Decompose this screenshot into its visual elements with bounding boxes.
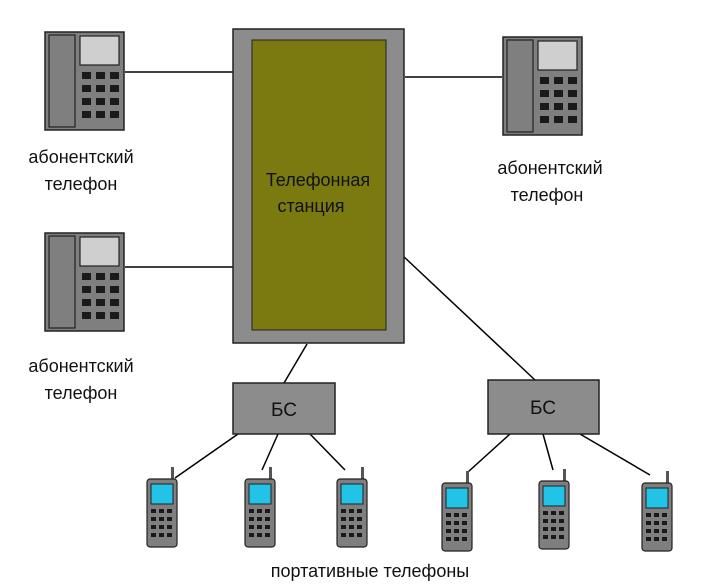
mobile-phone-icon bbox=[441, 470, 473, 552]
mobile-phone-icon bbox=[146, 466, 178, 548]
link-station-bs1 bbox=[283, 343, 308, 384]
base-station-label: БС bbox=[271, 400, 297, 421]
desk-phone-3 bbox=[502, 36, 583, 136]
link-bs2-mobile4 bbox=[467, 433, 511, 473]
desk-phone-3-label-line1: абонентский bbox=[497, 158, 602, 178]
desk-phone-2-label-line2: телефон bbox=[45, 383, 118, 403]
link-station-bs2 bbox=[401, 254, 536, 381]
mobile-phone-6 bbox=[641, 470, 673, 552]
base-station-label: БС bbox=[530, 398, 556, 419]
base-station-box bbox=[487, 379, 600, 435]
link-bs1-mobile1 bbox=[174, 433, 239, 479]
station-label-line2: станция bbox=[277, 196, 344, 216]
mobile-phone-5 bbox=[538, 468, 570, 550]
base-station-2: БС bbox=[487, 379, 600, 435]
desk-phone-2 bbox=[44, 232, 125, 332]
desk-phone-icon bbox=[502, 36, 583, 136]
connection-lines bbox=[125, 71, 651, 479]
telephone-station: Телефонная станция bbox=[232, 28, 405, 344]
mobile-phone-icon bbox=[538, 468, 570, 550]
mobile-phone-1 bbox=[146, 466, 178, 548]
desk-phone-1-label-line1: абонентский bbox=[28, 147, 133, 167]
link-bs1-mobile3 bbox=[309, 433, 346, 471]
mobile-phone-2 bbox=[244, 466, 276, 548]
mobile-phones-caption: портативные телефоны bbox=[271, 561, 469, 581]
link-bs1-mobile2 bbox=[261, 433, 279, 471]
mobile-phone-icon bbox=[336, 466, 368, 548]
desk-phone-3-label-line2: телефон bbox=[511, 185, 584, 205]
desk-phone-icon bbox=[44, 31, 125, 131]
link-bs2-mobile6 bbox=[579, 433, 651, 476]
desk-phone-1-label-line2: телефон bbox=[45, 174, 118, 194]
mobile-phone-4 bbox=[441, 470, 473, 552]
base-station-1: БС bbox=[232, 382, 336, 435]
station-label-line1: Телефонная bbox=[266, 170, 370, 190]
mobile-phone-3 bbox=[336, 466, 368, 548]
desk-phone-2-label-line1: абонентский bbox=[28, 356, 133, 376]
mobile-phone-icon bbox=[641, 470, 673, 552]
station-panel bbox=[251, 39, 387, 331]
link-bs2-mobile5 bbox=[542, 433, 554, 471]
base-station-box bbox=[232, 382, 336, 435]
mobile-phone-icon bbox=[244, 466, 276, 548]
desk-phone-icon bbox=[44, 232, 125, 332]
desk-phone-1 bbox=[44, 31, 125, 131]
